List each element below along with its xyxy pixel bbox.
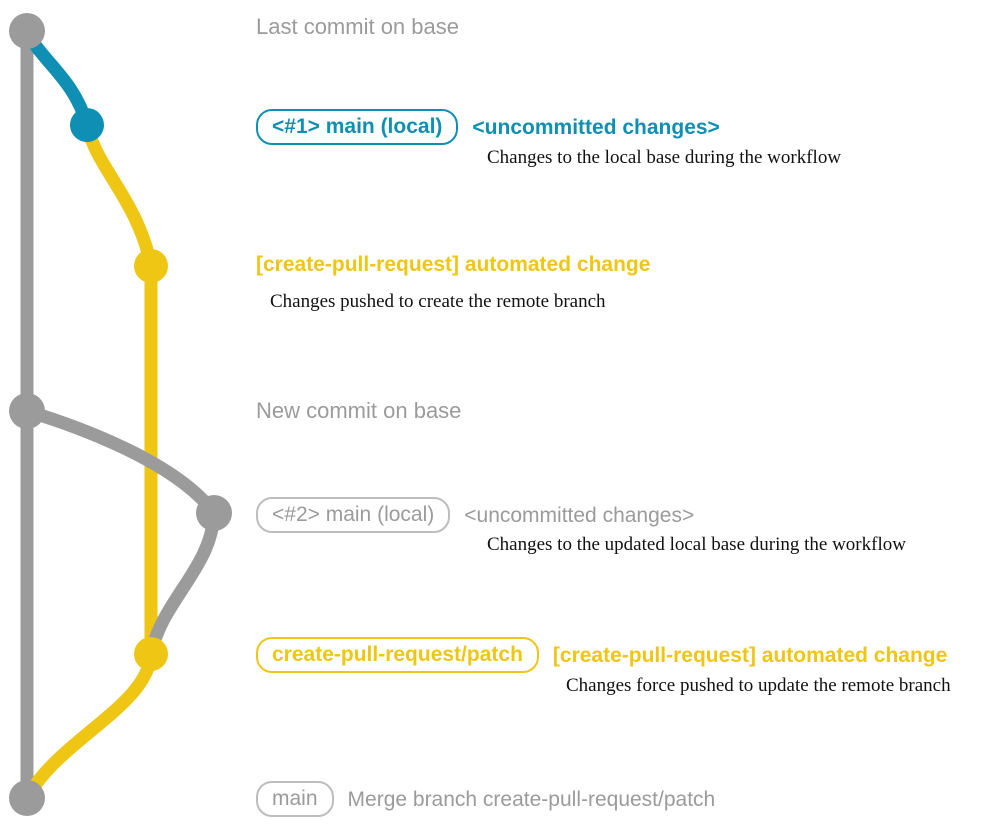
commit-entry-3: <#2> main (local) <uncommitted changes> bbox=[256, 497, 694, 533]
commit-subject-5: Merge branch create-pull-request/patch bbox=[347, 787, 716, 811]
commit-node-base-top[interactable] bbox=[9, 13, 45, 49]
commit-subject-1: <uncommitted changes> bbox=[472, 115, 720, 139]
branch-pill-create-pull-request-patch[interactable]: create-pull-request/patch bbox=[256, 637, 539, 673]
heading-last-commit-on-base: Last commit on base bbox=[256, 14, 459, 39]
commit-note-3: Changes to the updated local base during… bbox=[487, 534, 906, 555]
commit-entry-4: create-pull-request/patch [create-pull-r… bbox=[256, 637, 947, 673]
commit-subject-3: <uncommitted changes> bbox=[464, 503, 695, 527]
local-2-to-remote-2-line bbox=[144, 506, 221, 661]
commit-note-4: Changes force pushed to update the remot… bbox=[566, 675, 951, 696]
branch-pill-main[interactable]: main bbox=[256, 781, 334, 817]
commit-entry-5: main Merge branch create-pull-request/pa… bbox=[256, 781, 715, 817]
commit-node-local-2[interactable] bbox=[196, 495, 232, 531]
commit-node-base-mid[interactable] bbox=[9, 393, 45, 429]
branch-pill-main-local-1[interactable]: <#1> main (local) bbox=[256, 109, 459, 145]
heading-new-commit-on-base: New commit on base bbox=[256, 398, 462, 423]
commit-entry-1: <#1> main (local) <uncommitted changes> bbox=[256, 109, 720, 145]
commit-note-2: Changes pushed to create the remote bran… bbox=[270, 291, 606, 312]
remote-branch-line bbox=[80, 118, 158, 661]
commit-subject-2: [create-pull-request] automated change bbox=[256, 253, 651, 276]
commit-node-local-1[interactable] bbox=[70, 108, 104, 142]
commit-subject-4: [create-pull-request] automated change bbox=[552, 643, 948, 667]
commit-entry-2: [create-pull-request] automated change bbox=[256, 254, 650, 275]
branch-pill-main-local-2[interactable]: <#2> main (local) bbox=[256, 497, 451, 533]
commit-node-remote-1[interactable] bbox=[134, 249, 168, 283]
merge-line bbox=[20, 647, 158, 805]
commit-note-1: Changes to the local base during the wor… bbox=[487, 147, 842, 168]
commit-node-remote-2[interactable] bbox=[134, 637, 168, 671]
commit-graph bbox=[9, 13, 232, 816]
base-to-local-2-line bbox=[20, 404, 221, 520]
commit-node-base-bottom[interactable] bbox=[9, 780, 45, 816]
